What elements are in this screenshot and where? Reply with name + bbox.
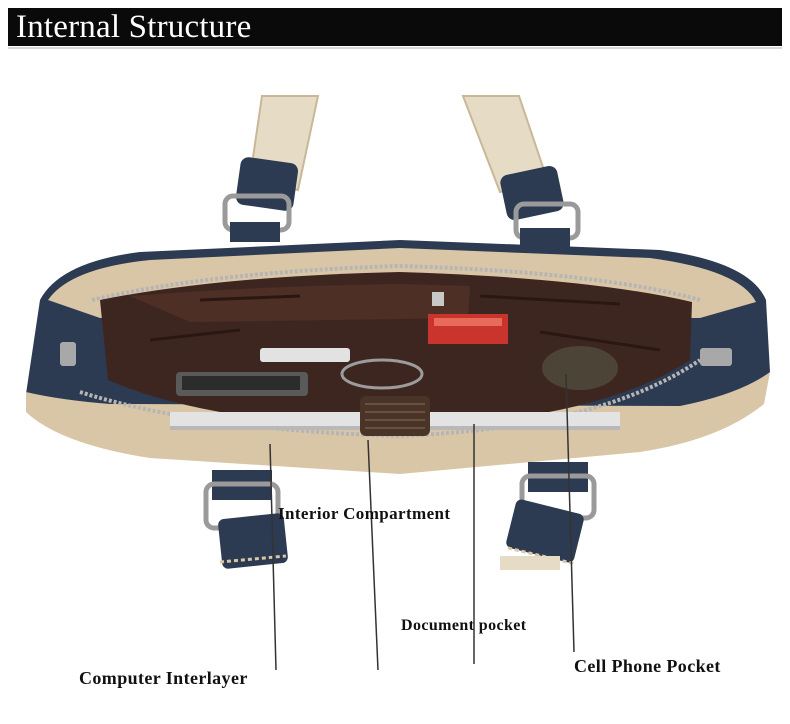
callout-cell-phone-pocket: Cell Phone Pocket bbox=[574, 656, 721, 676]
top-handles bbox=[222, 95, 581, 248]
page-title: Internal Structure bbox=[16, 9, 252, 45]
device-icon bbox=[260, 348, 350, 362]
callout-lines bbox=[269, 373, 575, 671]
callout-interior-compartment: Interior Compartment bbox=[278, 504, 451, 523]
strap-icon bbox=[360, 396, 430, 436]
cell-phone-pocket-item-icon bbox=[542, 346, 618, 390]
sunglasses-icon bbox=[340, 358, 424, 390]
bottom-handles bbox=[203, 462, 597, 570]
callout-document-pocket: Document pocket bbox=[401, 617, 527, 634]
title-bar: Internal Structure bbox=[8, 8, 782, 49]
callout-computer-interlayer: Computer Interlayer bbox=[79, 668, 248, 688]
